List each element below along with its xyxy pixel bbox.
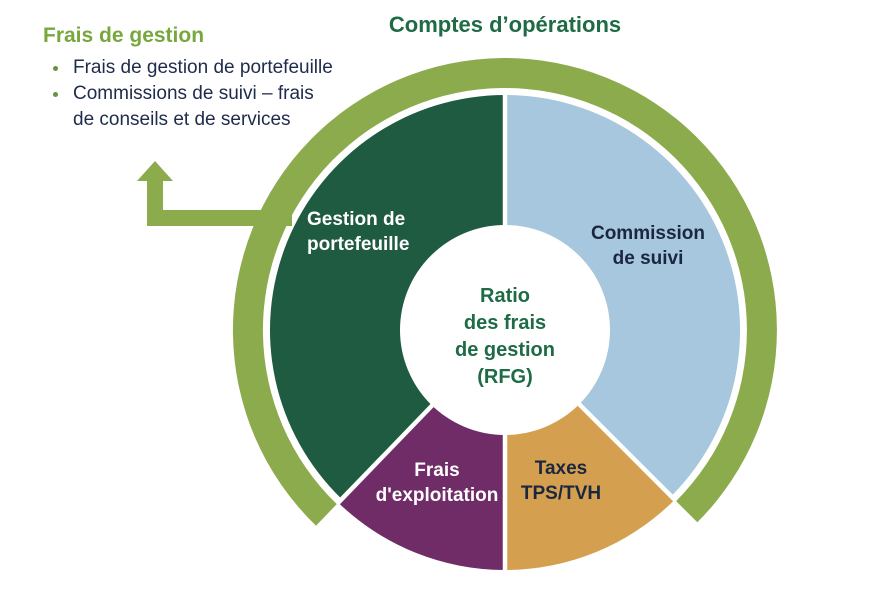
- callout-heading: Frais de gestion: [43, 24, 205, 47]
- segment-label-taxes: Taxes TPS/TVH: [520, 458, 602, 504]
- list-item: Frais de gestion de portefeuille: [43, 55, 373, 81]
- segment-commission-de-suivi: [505, 94, 741, 497]
- segment-label-commission: Commission de suivi: [590, 223, 706, 269]
- segment-label-frais: Frais d'exploitation: [375, 460, 499, 506]
- outer-ring-arc: [232, 58, 777, 526]
- center-label-line: Ratio: [480, 285, 530, 307]
- frais-de-gestion-callout: Frais de gestion Frais de gestion de por…: [43, 24, 373, 133]
- center-label-line: des frais: [463, 312, 547, 334]
- page-title: Comptes d’opérations: [388, 12, 622, 37]
- center-label-line: de gestion: [454, 339, 555, 361]
- donut-center-circle: [400, 225, 610, 435]
- segment-label-gestion: Gestion de portefeuille: [307, 209, 410, 255]
- bullet-text: Commissions de suivi – frais de conseils…: [73, 83, 314, 130]
- list-item: Commissions de suivi – frais de conseils…: [43, 81, 373, 133]
- bullet-text: Frais de gestion de portefeuille: [73, 57, 333, 78]
- segment-gestion-de-portefeuille: [269, 95, 505, 499]
- callout-bullet-list: Frais de gestion de portefeuille Commiss…: [43, 55, 373, 133]
- center-label-line: (RFG): [477, 366, 533, 388]
- donut-center-label: Ratio des frais de gestion (RFG): [435, 283, 575, 391]
- bullet-dot-icon: [53, 66, 58, 71]
- bullet-dot-icon: [53, 92, 58, 97]
